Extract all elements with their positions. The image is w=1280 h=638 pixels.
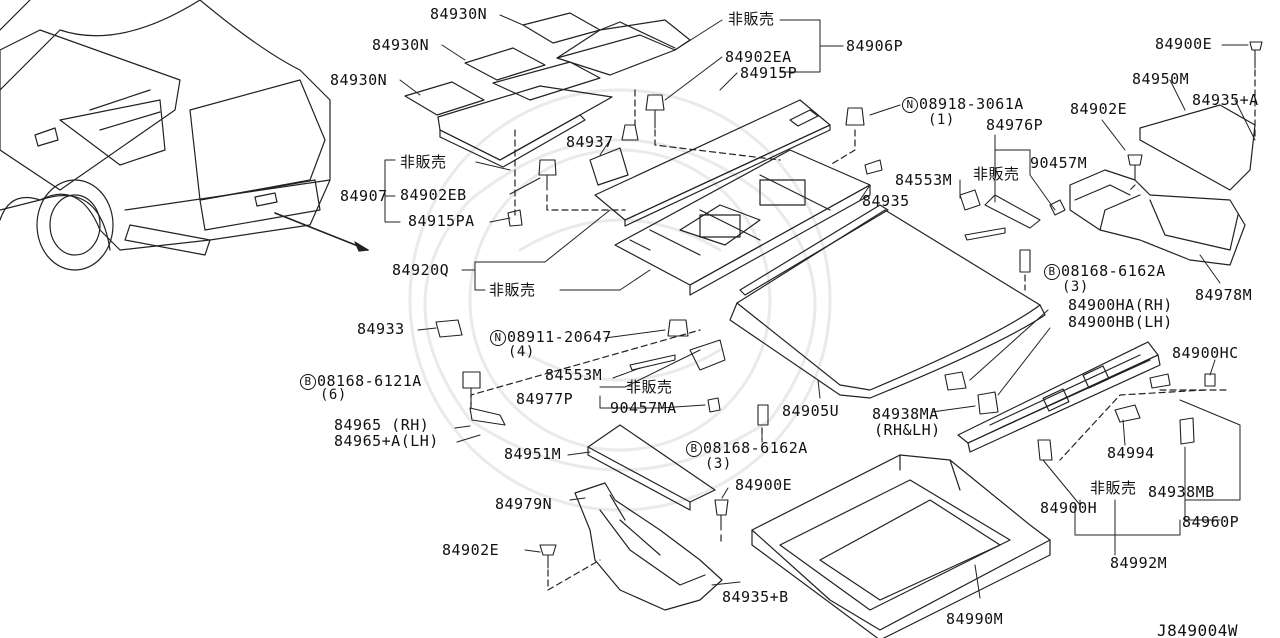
label-90457M: 90457M bbox=[1030, 154, 1088, 172]
label-84978M: 84978M bbox=[1195, 286, 1253, 304]
qty-08918: (1) bbox=[928, 112, 955, 128]
bolt-b-icon: B bbox=[300, 374, 316, 390]
label-not-for-sale-3: 非販売 bbox=[400, 153, 447, 171]
part-number-text: 08911-20647 bbox=[507, 328, 612, 346]
label-84902EB: 84902EB bbox=[400, 186, 467, 204]
label-not-for-sale-6: 非販売 bbox=[1090, 479, 1137, 497]
label-84994: 84994 bbox=[1107, 444, 1155, 462]
label-84950M: 84950M bbox=[1132, 70, 1190, 88]
label-rh-and-lh: (RH&LH) bbox=[874, 421, 941, 439]
label-84951M: 84951M bbox=[504, 445, 562, 463]
label-84906P: 84906P bbox=[846, 37, 904, 55]
vehicle-rear-view bbox=[0, 0, 331, 271]
label-84992M: 84992M bbox=[1110, 554, 1168, 572]
part-number-text: 08168-6121A bbox=[317, 372, 422, 390]
part-number-text: 08168-6162A bbox=[703, 439, 808, 457]
label-84979N: 84979N bbox=[495, 495, 553, 513]
diagram-id: J849004W bbox=[1157, 621, 1239, 638]
bolt-b-icon: B bbox=[686, 441, 702, 457]
label-84553M-right: 84553M bbox=[895, 171, 953, 189]
pointer-arrowhead bbox=[354, 241, 369, 252]
qty-08168-6162A-mid: (3) bbox=[705, 456, 732, 472]
tray-84990M bbox=[751, 454, 1051, 638]
nut-n-icon: N bbox=[490, 330, 506, 346]
label-84905U: 84905U bbox=[782, 402, 840, 420]
label-84900HB: 84900HB(LH) bbox=[1068, 313, 1173, 331]
label-84900H: 84900H bbox=[1040, 499, 1098, 517]
fasteners bbox=[435, 41, 1263, 569]
label-84935: 84935 bbox=[862, 192, 910, 210]
label-84900HC: 84900HC bbox=[1172, 344, 1239, 362]
label-84933: 84933 bbox=[357, 320, 405, 338]
board-84950M bbox=[1139, 104, 1256, 191]
label-84915P: 84915P bbox=[740, 64, 798, 82]
side-trim-84979N bbox=[574, 482, 723, 611]
board-84951M bbox=[587, 424, 716, 511]
part-number-text: 08918-3061A bbox=[919, 95, 1024, 113]
label-84965-plus-A-lh: 84965+A(LH) bbox=[334, 432, 439, 450]
pointer-arrow bbox=[274, 212, 369, 251]
label-84915PA: 84915PA bbox=[408, 212, 475, 230]
kick-plate-84900HA bbox=[957, 341, 1161, 453]
label-84938MA: 84938MA bbox=[872, 405, 939, 423]
label-84976P: 84976P bbox=[986, 116, 1044, 134]
label-84938MB: 84938MB bbox=[1148, 483, 1215, 501]
label-84990M: 84990M bbox=[946, 610, 1004, 628]
label-84935-plus-B: 84935+B bbox=[722, 588, 789, 606]
dashed-guides bbox=[470, 69, 1256, 591]
qty-08911: (4) bbox=[508, 344, 535, 360]
label-84930N-low: 84930N bbox=[330, 71, 388, 89]
label-84977P: 84977P bbox=[516, 390, 574, 408]
label-84907: 84907 bbox=[340, 187, 388, 205]
label-84930N-top: 84930N bbox=[430, 5, 488, 23]
qty-08168-6121A: (6) bbox=[320, 387, 347, 403]
label-not-for-sale-1: 非販売 bbox=[728, 10, 775, 28]
label-84920Q: 84920Q bbox=[392, 261, 450, 279]
nut-n-icon: N bbox=[902, 97, 918, 113]
part-number-text: 08168-6162A bbox=[1061, 262, 1166, 280]
label-84900HA: 84900HA(RH) bbox=[1068, 296, 1173, 314]
label-84960P: 84960P bbox=[1182, 513, 1240, 531]
side-trim-84978M bbox=[1069, 169, 1246, 266]
label-84965-rh: 84965 (RH) bbox=[334, 416, 430, 434]
qty-08168-6162A-right: (3) bbox=[1062, 279, 1089, 295]
label-84902E-right: 84902E bbox=[1070, 100, 1128, 118]
bolt-b-icon: B bbox=[1044, 264, 1060, 280]
label-84900E-top: 84900E bbox=[1155, 35, 1213, 53]
label-not-for-sale-5: 非販売 bbox=[626, 378, 673, 396]
label-90457MA: 90457MA bbox=[610, 399, 677, 417]
label-84553M-mid: 84553M bbox=[545, 366, 603, 384]
label-not-for-sale-4: 非販売 bbox=[489, 281, 536, 299]
label-84902E-bottom: 84902E bbox=[442, 541, 500, 559]
leader-lines bbox=[384, 14, 1256, 599]
label-not-for-sale-2: 非販売 bbox=[973, 165, 1020, 183]
mat-panels-84930N bbox=[404, 12, 691, 161]
mat-edge-panel bbox=[439, 114, 586, 168]
label-84935-plus-A: 84935+A bbox=[1192, 91, 1259, 109]
label-84900E-mid: 84900E bbox=[735, 476, 793, 494]
label-84930N-mid: 84930N bbox=[372, 36, 430, 54]
label-84902EA: 84902EA bbox=[725, 48, 792, 66]
label-84937: 84937 bbox=[566, 133, 614, 151]
